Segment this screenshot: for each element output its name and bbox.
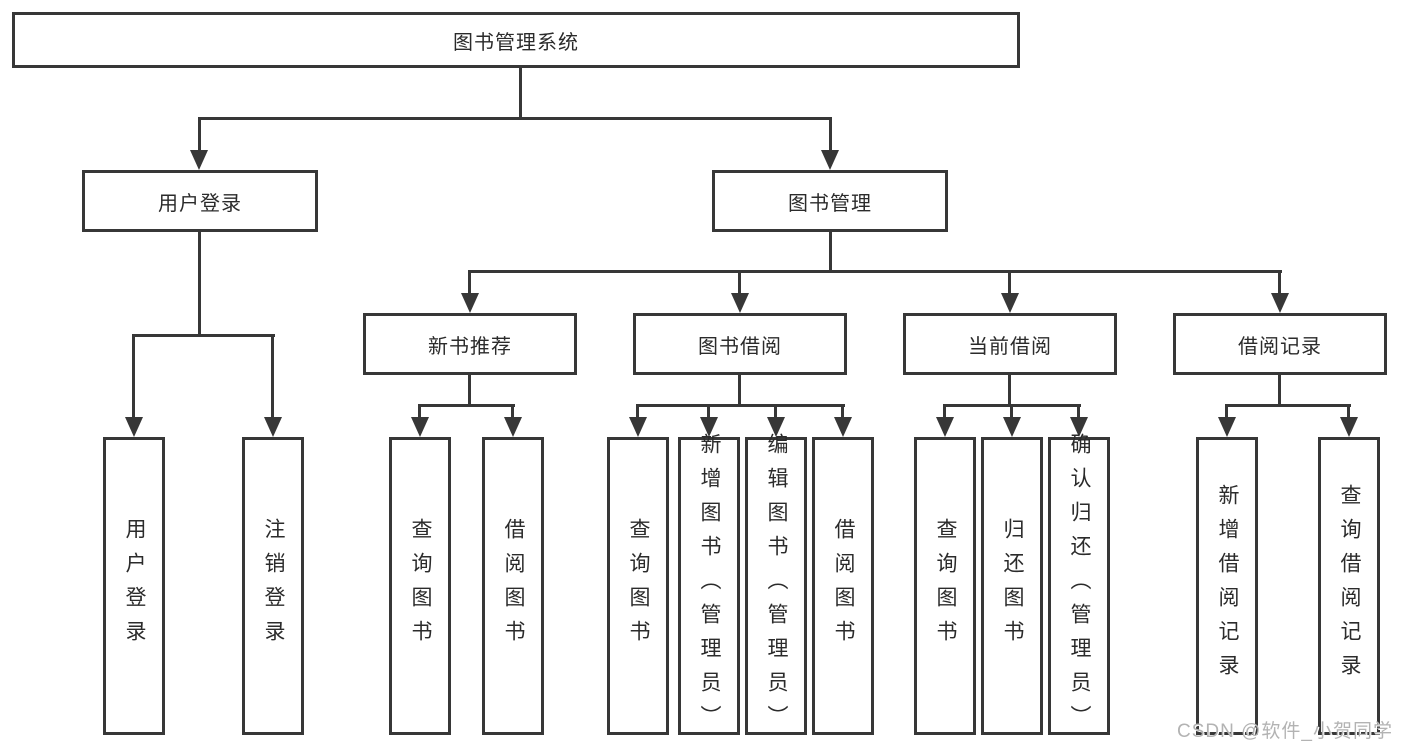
node-library-management-system: 图书管理系统 (12, 12, 1020, 68)
node-borrow-records: 借阅记录 (1173, 313, 1387, 375)
node-edit-book-admin: 编辑图书（管理员） (745, 433, 807, 739)
node-add-book-admin: 新增图书（管理员） (678, 433, 740, 739)
node-label: 归还图书 (1001, 518, 1025, 654)
arrowhead-icon (936, 417, 954, 437)
arrowhead-icon (1003, 417, 1021, 437)
connector-line (829, 230, 832, 273)
connector-line (1347, 404, 1350, 419)
node-label: 查询图书 (934, 518, 958, 654)
connector-line (707, 404, 710, 419)
node-label: 确认归还（管理员） (1068, 433, 1092, 739)
connector-line (468, 270, 1282, 273)
node-query-books: 查询图书 (389, 437, 451, 735)
connector-line (418, 404, 421, 419)
arrowhead-icon (1271, 293, 1289, 313)
node-label: 新增借阅记录 (1216, 484, 1240, 688)
arrowhead-icon (1001, 293, 1019, 313)
connector-line (1008, 373, 1011, 406)
arrowhead-icon (821, 150, 839, 170)
node-label: 借阅图书 (832, 518, 856, 654)
connector-line (132, 334, 135, 419)
arrowhead-icon (504, 417, 522, 437)
node-label: 注销登录 (262, 518, 286, 654)
connector-line (1010, 404, 1013, 419)
node-label: 新书推荐 (428, 335, 512, 358)
connector-line (511, 404, 514, 419)
node-label: 查询借阅记录 (1338, 484, 1362, 688)
connector-line (519, 66, 522, 120)
connector-line (1225, 404, 1351, 407)
connector-line (829, 117, 832, 154)
node-query-borrow-record: 查询借阅记录 (1318, 437, 1380, 735)
node-label: 当前借阅 (968, 335, 1052, 358)
node-label: 编辑图书（管理员） (765, 433, 789, 739)
arrowhead-icon (411, 417, 429, 437)
arrowhead-icon (1340, 417, 1358, 437)
node-current-borrowing: 当前借阅 (903, 313, 1117, 375)
connector-line (738, 373, 741, 406)
node-label: 新增图书（管理员） (698, 433, 722, 739)
connector-line (198, 117, 832, 120)
connector-line (636, 404, 845, 407)
node-query-books: 查询图书 (914, 437, 976, 735)
node-add-borrow-record: 新增借阅记录 (1196, 437, 1258, 735)
arrowhead-icon (1218, 417, 1236, 437)
node-return-book: 归还图书 (981, 437, 1043, 735)
connector-line (774, 404, 777, 419)
connector-line (1008, 270, 1011, 297)
node-new-book-recommend: 新书推荐 (363, 313, 577, 375)
arrowhead-icon (125, 417, 143, 437)
node-query-books: 查询图书 (607, 437, 669, 735)
arrowhead-icon (461, 293, 479, 313)
connector-line (738, 270, 741, 297)
arrowhead-icon (700, 417, 718, 437)
node-label: 查询图书 (409, 518, 433, 654)
connector-line (198, 117, 201, 154)
node-label: 查询图书 (627, 518, 651, 654)
node-confirm-return-admin: 确认归还（管理员） (1048, 433, 1110, 739)
node-book-borrowing: 图书借阅 (633, 313, 847, 375)
node-label: 用户登录 (123, 518, 147, 654)
connector-line (1278, 373, 1281, 406)
connector-line (1225, 404, 1228, 419)
connector-line (132, 334, 275, 337)
connector-line (418, 404, 515, 407)
node-label: 借阅记录 (1238, 335, 1322, 358)
arrowhead-icon (1070, 417, 1088, 437)
node-user-login-action: 用户登录 (103, 437, 165, 735)
node-borrow-books: 借阅图书 (482, 437, 544, 735)
node-label: 图书管理 (788, 192, 872, 215)
connector-line (271, 334, 274, 419)
node-user-login-branch: 用户登录 (82, 170, 318, 232)
connector-line (1278, 270, 1281, 297)
node-label: 用户登录 (158, 192, 242, 215)
node-label: 图书借阅 (698, 335, 782, 358)
arrowhead-icon (767, 417, 785, 437)
connector-line (636, 404, 639, 419)
connector-line (841, 404, 844, 419)
arrowhead-icon (834, 417, 852, 437)
node-label: 借阅图书 (502, 518, 526, 654)
node-book-management-branch: 图书管理 (712, 170, 948, 232)
connector-line (198, 230, 201, 336)
arrowhead-icon (731, 293, 749, 313)
connector-line (468, 373, 471, 406)
connector-line (1077, 404, 1080, 419)
connector-line (943, 404, 946, 419)
arrowhead-icon (629, 417, 647, 437)
arrowhead-icon (264, 417, 282, 437)
connector-line (468, 270, 471, 297)
node-label: 图书管理系统 (453, 31, 579, 54)
arrowhead-icon (190, 150, 208, 170)
node-logout: 注销登录 (242, 437, 304, 735)
node-borrow-books: 借阅图书 (812, 437, 874, 735)
csdn-watermark: CSDN @软件_小贺同学 (1177, 721, 1393, 742)
